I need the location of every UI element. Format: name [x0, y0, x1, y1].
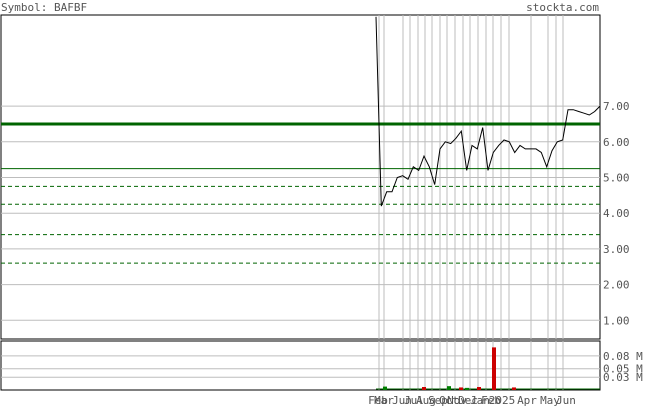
- price-y-tick-label: 3.00: [603, 243, 630, 256]
- volume-y-tick-label: 0.03 M: [603, 371, 643, 384]
- volume-y-tick-labels: 0.03 M0.05 M0.08 M: [603, 350, 643, 384]
- x-tick-label: Dec: [458, 394, 478, 406]
- price-y-tick-label: 7.00: [603, 100, 630, 113]
- x-tick-label: Jun: [556, 394, 576, 406]
- price-horizontal-grid: [1, 105, 600, 321]
- x-tick-label: Aug: [416, 394, 436, 406]
- header-bar: [0, 0, 655, 15]
- price-y-tick-label: 5.00: [603, 172, 630, 185]
- x-tick-label: Jan: [470, 394, 490, 406]
- price-y-tick-label: 2.00: [603, 279, 630, 292]
- price-levels: [1, 122, 600, 264]
- volume-bar: [512, 387, 516, 390]
- x-tick-label: Nov: [447, 394, 467, 406]
- x-tick-label: Jul: [404, 394, 424, 406]
- x-tick-label: 2025: [489, 394, 516, 406]
- price-y-tick-label: 4.00: [603, 207, 630, 220]
- price-line: [375, 16, 601, 207]
- volume-panel: [0, 340, 601, 391]
- volume-bar: [383, 386, 387, 390]
- price-y-tick-label: 1.00: [603, 314, 630, 327]
- symbol-label: Symbol: BAFBF: [1, 1, 87, 14]
- volume-y-tick-label: 0.05 M: [603, 363, 643, 376]
- volume-bar: [492, 347, 496, 390]
- x-tick-label: Jun: [392, 394, 412, 406]
- volume-horizontal-grid: [1, 355, 600, 378]
- volume-vertical-grid: [378, 341, 564, 390]
- x-tick-label: Sep: [428, 394, 448, 406]
- x-tick-label: Feb: [481, 394, 501, 406]
- volume-bars: [376, 347, 600, 390]
- volume-bar: [477, 387, 481, 390]
- x-tick-label: Apr: [517, 394, 537, 406]
- x-tick-label: Mar: [374, 394, 394, 406]
- volume-bar: [447, 386, 451, 390]
- volume-bar: [465, 387, 469, 390]
- price-y-tick-labels: 1.00 2.00 3.00 4.00 5.00 6.00 7.00: [603, 100, 630, 327]
- volume-y-tick-label: 0.08 M: [603, 350, 643, 363]
- x-tick-label: Oct: [439, 394, 459, 406]
- price-series: [375, 16, 601, 207]
- price-vertical-grid: [378, 15, 564, 339]
- price-y-tick-label: 6.00: [603, 136, 630, 149]
- volume-bar: [422, 387, 426, 390]
- x-tick-label: Feb: [368, 394, 388, 406]
- site-label: stockta.com: [526, 1, 599, 14]
- volume-bar: [459, 387, 463, 390]
- x-tick-label: May: [540, 394, 560, 406]
